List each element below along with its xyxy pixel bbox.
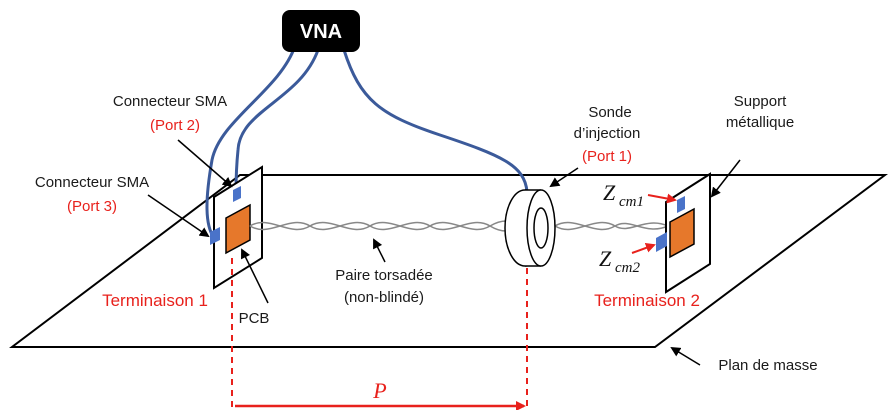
label-connecteur-sma-port3: Connecteur SMA (35, 174, 149, 191)
ground-plane (9, 174, 889, 348)
svg-text:Z: Z (603, 180, 616, 205)
pcb-2 (669, 207, 695, 259)
injection-probe (504, 189, 556, 267)
label-port3: (Port 3) (67, 198, 117, 215)
label-support: Support (734, 93, 787, 110)
vna-cables (205, 45, 529, 239)
label-pcb: PCB (239, 310, 270, 327)
label-metallique: métallique (726, 114, 794, 131)
svg-text:cm1: cm1 (619, 194, 644, 210)
svg-text:cm2: cm2 (615, 260, 640, 276)
sma-connector-port2 (233, 186, 241, 202)
connector-zcm2 (656, 232, 667, 252)
vna-label: VNA (300, 21, 342, 43)
termination-2-board (656, 172, 711, 294)
label-port2: (Port 2) (150, 117, 200, 134)
pcb-1 (225, 203, 251, 255)
twisted-pair (249, 220, 669, 232)
label-sonde: Sonde (588, 104, 631, 121)
label-distance-p: P (372, 378, 386, 403)
label-injection: d’injection (574, 125, 641, 142)
vna-box: VNA (282, 10, 360, 52)
leader-arrows (147, 139, 741, 366)
label-zcm2: Z cm2 (599, 246, 640, 276)
label-plan-de-masse: Plan de masse (718, 357, 817, 374)
label-terminaison-1: Terminaison 1 (102, 291, 208, 310)
zcm-arrows (631, 193, 677, 254)
label-non-blinde: (non-blindé) (344, 289, 424, 306)
connector-zcm1 (677, 196, 685, 213)
sma-connector-port3 (210, 227, 220, 245)
label-paire-torsadee: Paire torsadée (335, 267, 433, 284)
label-port1: (Port 1) (582, 148, 632, 165)
svg-text:Z: Z (599, 246, 612, 271)
label-connecteur-sma-port2: Connecteur SMA (113, 93, 227, 110)
label-terminaison-2: Terminaison 2 (594, 291, 700, 310)
distance-p (231, 258, 528, 410)
label-zcm1: Z cm1 (603, 180, 644, 210)
